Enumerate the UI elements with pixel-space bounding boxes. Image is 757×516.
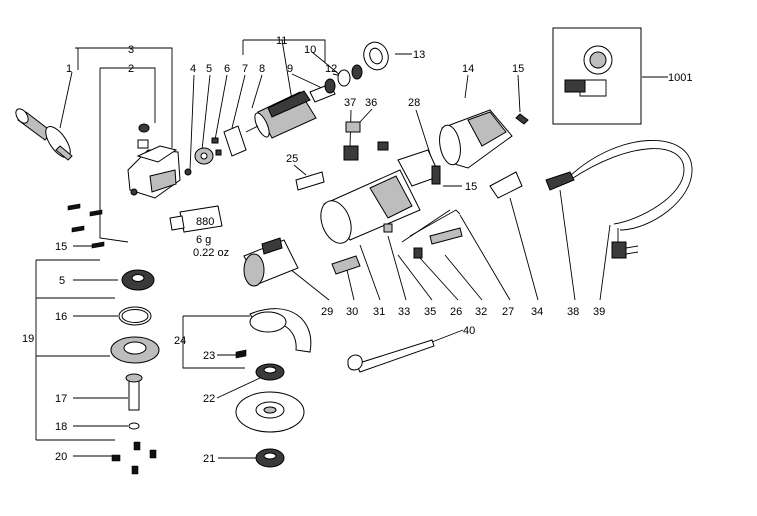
- callout-39: 39: [593, 306, 605, 318]
- label-parts: [295, 171, 361, 275]
- callout-8: 8: [259, 63, 265, 75]
- callout-37: 37: [344, 97, 356, 109]
- bearing-cup-part: [363, 41, 389, 71]
- spindle-part-17: [125, 373, 143, 411]
- grease-tube-part: [169, 205, 223, 233]
- callout-30: 30: [346, 306, 358, 318]
- callout-7: 7: [242, 63, 248, 75]
- callout-numbers: 3 2 1 4 5 6 7 8 11 9 10 12 13 14 15 1001…: [22, 35, 692, 465]
- grease-product-label: 880: [196, 216, 214, 228]
- switch-rod-part: [409, 209, 461, 237]
- callout-5: 5: [206, 63, 212, 75]
- callout-2: 2: [128, 63, 134, 75]
- callout-27: 27: [502, 306, 514, 318]
- label-inset-part: [552, 27, 642, 125]
- side-handle-part: [15, 108, 73, 161]
- brush-holder-parts: [343, 121, 389, 161]
- bearing-flange-part: [110, 336, 160, 364]
- carbon-brush-part: [431, 165, 441, 185]
- callout-29: 29: [321, 306, 333, 318]
- callout-40: 40: [463, 325, 475, 337]
- callout-24: 24: [174, 335, 186, 347]
- gear-housing-part: [127, 123, 181, 199]
- grease-ounces-label: 0.22 oz: [193, 247, 229, 259]
- grease-weight-label: 6 g: [196, 234, 211, 246]
- wheel-guard-part: [249, 308, 312, 353]
- spindle-bearing-parts: [184, 125, 247, 176]
- flange-nut-part-5: [121, 269, 155, 291]
- screw-part-23: [235, 349, 247, 359]
- leader-lines: [35, 39, 668, 459]
- callout-28: 28: [408, 97, 420, 109]
- callout-31: 31: [373, 306, 385, 318]
- armature-bearing-parts: [324, 64, 363, 94]
- callout-34: 34: [531, 306, 543, 318]
- motor-housing-part: [320, 149, 441, 244]
- callout-18: 18: [55, 421, 67, 433]
- callout-38: 38: [567, 306, 579, 318]
- callout-3: 3: [128, 44, 134, 56]
- callout-4: 4: [190, 63, 196, 75]
- screws-part-15: [67, 203, 105, 249]
- rear-cover-part: [439, 109, 513, 169]
- pin-spanner-part: [347, 339, 435, 373]
- callout-33: 33: [398, 306, 410, 318]
- callout-9: 9: [287, 63, 293, 75]
- callout-5-left: 5: [59, 275, 65, 287]
- switch-small-parts: [383, 209, 463, 259]
- screws-part-20: [111, 441, 157, 475]
- callout-21: 21: [203, 453, 215, 465]
- outer-flange-nut-part: [255, 448, 285, 468]
- callout-36: 36: [365, 97, 377, 109]
- inner-flange-part: [255, 363, 285, 381]
- ring-part-18: [128, 422, 140, 430]
- callout-25: 25: [286, 153, 298, 165]
- power-cord-part: [545, 140, 693, 259]
- callout-14: 14: [462, 63, 474, 75]
- callout-22: 22: [203, 393, 215, 405]
- callout-16: 16: [55, 311, 67, 323]
- callout-23: 23: [203, 350, 215, 362]
- callout-10: 10: [304, 44, 316, 56]
- callout-35: 35: [424, 306, 436, 318]
- callout-1001: 1001: [668, 72, 692, 84]
- callout-6: 6: [224, 63, 230, 75]
- screw-part-15: [515, 113, 529, 125]
- callout-17: 17: [55, 393, 67, 405]
- callout-13: 13: [413, 49, 425, 61]
- grinding-wheel-part: [235, 391, 305, 433]
- callout-1: 1: [66, 63, 72, 75]
- callout-19: 19: [22, 333, 34, 345]
- callout-15-top: 15: [512, 63, 524, 75]
- insulation-sheet-part: [489, 171, 523, 199]
- callout-26: 26: [450, 306, 462, 318]
- callout-15-mid: 15: [465, 181, 477, 193]
- field-coil-part: [243, 237, 299, 287]
- callout-12: 12: [325, 63, 337, 75]
- o-ring-part-16: [118, 306, 152, 326]
- callout-15-left: 15: [55, 241, 67, 253]
- callout-11: 11: [276, 35, 287, 47]
- callout-20: 20: [55, 451, 67, 463]
- callout-32: 32: [475, 306, 487, 318]
